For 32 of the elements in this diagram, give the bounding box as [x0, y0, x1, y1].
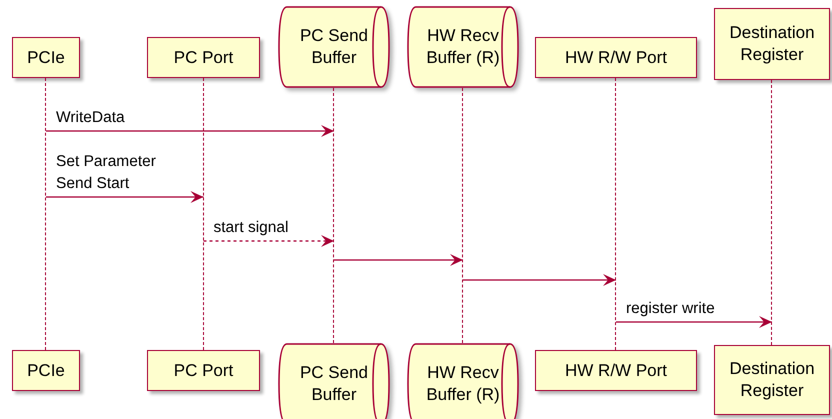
participant-box: [714, 345, 830, 415]
participant-name: Destination Register: [728, 22, 816, 66]
participant-name: PC Send Buffer: [298, 25, 370, 69]
participant-box: [12, 37, 80, 78]
message-arrow: [616, 316, 772, 328]
message-arrow: [204, 235, 334, 247]
message-arrow: [334, 254, 463, 266]
participant-name: HW Recv Buffer (R): [425, 25, 501, 69]
participant-name: PCIe: [27, 46, 65, 68]
lifeline: [615, 78, 618, 350]
lifeline: [45, 78, 48, 350]
lifeline: [771, 80, 774, 345]
participant-name: HW R/W Port: [565, 360, 667, 382]
participant-box: [147, 350, 260, 391]
participant-box: [147, 37, 260, 78]
participant-box: [535, 350, 697, 391]
lifeline: [333, 88, 336, 343]
participant-box: [714, 8, 830, 80]
message-arrow: [46, 191, 204, 203]
participant-box: [12, 350, 80, 391]
participant-name: HW Recv Buffer (R): [425, 362, 501, 406]
participant-name: HW R/W Port: [565, 46, 667, 68]
lifeline: [462, 88, 464, 343]
participant-name: PC Port: [174, 360, 234, 382]
lifeline: [202, 78, 205, 350]
participant-name: Destination Register: [728, 358, 816, 402]
participant-name: PC Send Buffer: [298, 362, 370, 406]
participant-name: PC Port: [174, 46, 234, 68]
message-arrow: [46, 125, 334, 137]
participant-box: [535, 37, 697, 78]
participant-name: PCIe: [27, 360, 65, 382]
message-arrow: [463, 274, 616, 286]
